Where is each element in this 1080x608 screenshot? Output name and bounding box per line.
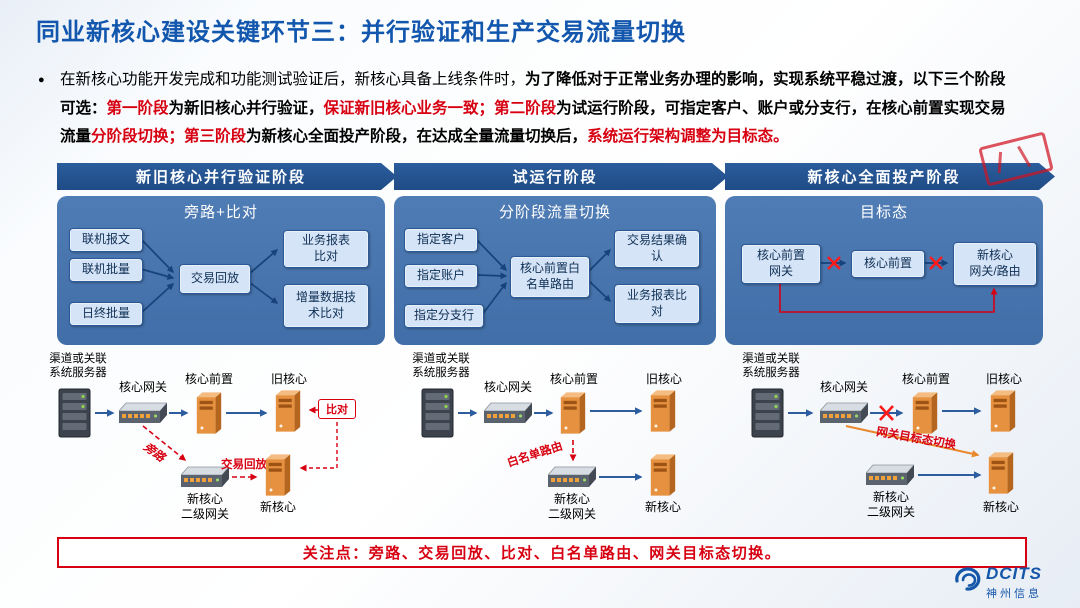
flow-box: 业务报表比 对 (614, 284, 700, 324)
dcits-logo-text: DCITS 神州信息 (986, 564, 1042, 601)
server-icon (750, 388, 786, 438)
flow-box: 增量数据技 术比对 (283, 284, 369, 328)
node-label-old-core: 旧核心 (270, 372, 307, 386)
logo-company: 神州信息 (986, 588, 1042, 600)
phase-header-trial-run: 试运行阶段 (394, 163, 728, 190)
flow-box: 指定客户 (404, 228, 478, 252)
node-label-new-core: 新核心 (259, 500, 296, 514)
switch-icon (866, 464, 914, 486)
infra-section-production: 渠道或关联 系统服务器 核心网关 核心前置 旧核心 网关目标态切换 新核心 二级… (728, 352, 1045, 535)
panel-staged-traffic-switch: 分阶段流量切换 指定客户 指定账户 指定分支行 核心前置白 名单路由 交易结果确… (394, 196, 716, 345)
flow-box: 交易结果确 认 (614, 230, 700, 268)
focus-points-box: 关注点：旁路、交易回放、比对、白名单路由、网关目标态切换。 (57, 537, 1027, 568)
node-label-gateway: 核心网关 (483, 380, 532, 394)
intro-paragraph: 在新核心功能开发完成和功能测试验证后，新核心具备上线条件时，为了降低对于正常业务… (60, 71, 1006, 146)
node-label-secondary-gateway: 新核心 二级网关 (866, 490, 915, 519)
switch-icon (119, 402, 167, 424)
node-label-old-core: 旧核心 (645, 372, 682, 386)
node-label-gateway: 核心网关 (118, 380, 167, 394)
tower-server-icon (273, 388, 303, 434)
tower-server-icon (558, 390, 588, 436)
infra-section-parallel: 渠道或关联 系统服务器 核心网关 核心前置 旧核心 旁路 新核心 二级网关 交易… (35, 352, 385, 535)
panel-bypass-compare: 旁路+比对 联机报文 联机批量 日终批量 交易回放 业务报表 比对 增量数据技 … (57, 196, 385, 345)
annotation-bypass: 旁路 (141, 441, 167, 465)
node-label-secondary-gateway: 新核心 二级网关 (180, 492, 229, 521)
annotation-compare: 比对 (318, 399, 356, 419)
switch-icon (820, 402, 868, 424)
node-label-frontend: 核心前置 (184, 372, 233, 386)
node-label-secondary-gateway: 新核心 二级网关 (547, 492, 596, 521)
node-label-new-core: 新核心 (982, 500, 1019, 514)
tower-server-icon (648, 388, 678, 434)
server-icon (57, 388, 93, 438)
panel-title: 分阶段流量切换 (498, 204, 611, 221)
node-label-frontend: 核心前置 (549, 372, 598, 386)
logo-brand: DCITS (986, 564, 1042, 583)
node-label-new-core: 新核心 (644, 500, 681, 514)
flow-box: 日终批量 (69, 302, 143, 326)
tower-server-icon (988, 388, 1018, 434)
tower-server-icon (263, 452, 293, 498)
flow-box: 联机报文 (69, 228, 143, 252)
phase-header-parallel-verification: 新旧核心并行验证阶段 (57, 163, 397, 190)
tower-server-icon (648, 452, 678, 498)
node-label-gateway: 核心网关 (819, 380, 868, 394)
tower-server-icon (986, 450, 1016, 496)
dcits-logo-icon (955, 567, 981, 591)
flow-box: 指定分支行 (404, 304, 484, 328)
server-icon (420, 388, 456, 438)
flow-box: 核心前置 网关 (741, 244, 821, 284)
flow-box: 交易回放 (179, 264, 251, 294)
annotation-replay: 交易回放 (221, 459, 267, 471)
panel-title: 旁路+比对 (184, 204, 258, 221)
page-title: 同业新核心建设关键环节三：并行验证和生产交易流量切换 (36, 19, 686, 46)
panel-title: 目标态 (859, 204, 908, 221)
node-label-source: 渠道或关联 系统服务器 (742, 353, 800, 380)
red-x-mark (879, 405, 894, 421)
node-label-old-core: 旧核心 (985, 372, 1022, 386)
switch-icon (484, 402, 532, 424)
flow-box: 业务报表 比对 (283, 230, 369, 268)
node-label-frontend: 核心前置 (901, 372, 950, 386)
tower-server-icon (194, 390, 224, 436)
bullet-dot: ● (38, 74, 45, 86)
dcits-logo: DCITS 神州信息 (952, 564, 1042, 601)
flow-box: 核心前置 (851, 250, 925, 278)
panel-target-state: 目标态 核心前置 网关 核心前置 新核心 网关/路由 (725, 196, 1043, 345)
node-label-source: 渠道或关联 系统服务器 (412, 353, 470, 380)
infra-section-trial: 渠道或关联 系统服务器 核心网关 核心前置 旧核心 白名单路由 新核心 二级网关… (398, 352, 718, 535)
flow-box: 指定账户 (404, 264, 478, 288)
phase-label: 新旧核心并行验证阶段 (135, 169, 306, 186)
node-label-source: 渠道或关联 系统服务器 (49, 353, 107, 380)
flow-box: 联机批量 (69, 258, 143, 282)
phase-label: 试运行阶段 (512, 169, 598, 186)
switch-icon (548, 466, 596, 488)
phase-label: 新核心全面投产阶段 (807, 169, 961, 186)
flow-box: 核心前置白 名单路由 (510, 256, 590, 298)
flow-box: 新核心 网关/路由 (953, 242, 1037, 286)
focus-points-text: 关注点：旁路、交易回放、比对、白名单路由、网关目标态切换。 (302, 545, 782, 562)
